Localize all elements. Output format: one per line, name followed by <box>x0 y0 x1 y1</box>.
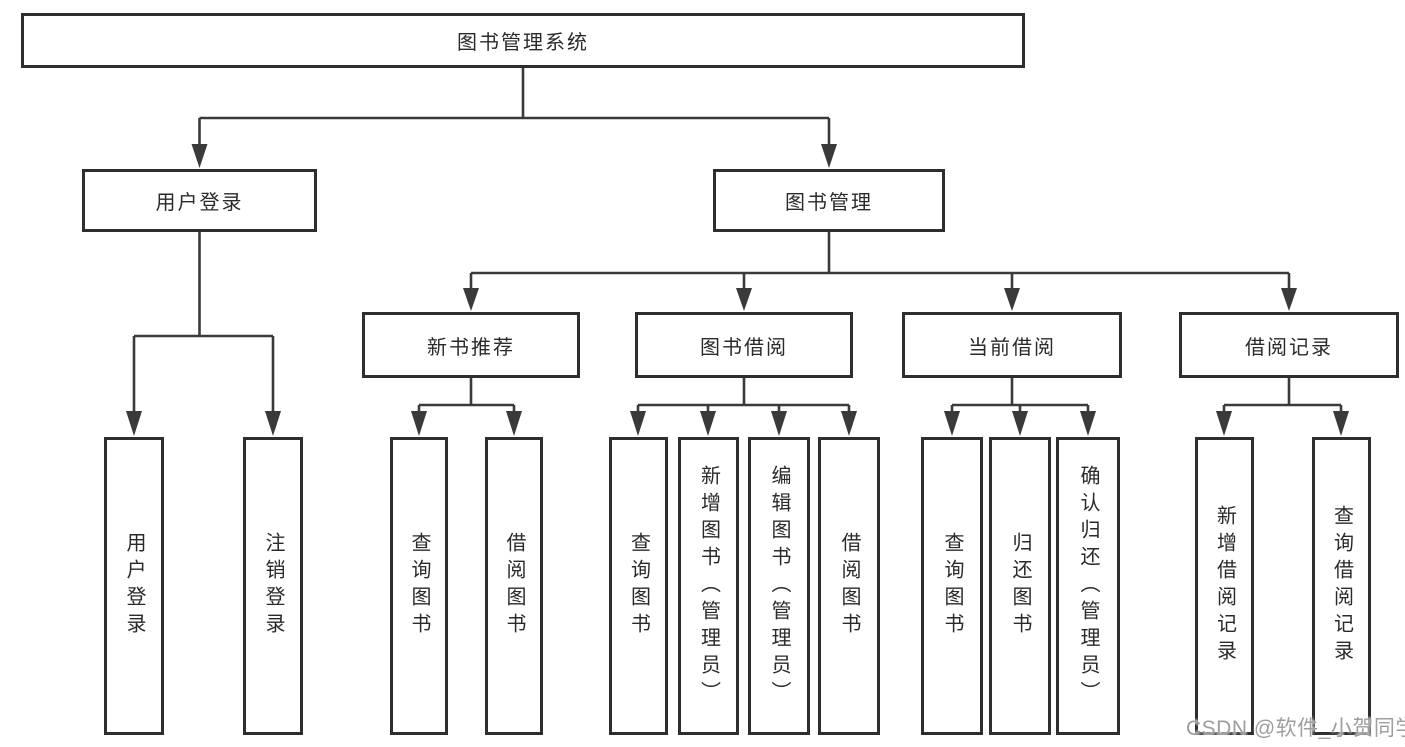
node-current-borrowing-label: 当前借阅 <box>968 336 1056 359</box>
leaf-user-login: 用户登录 <box>104 437 164 735</box>
leaf-bb-borrow-books-label: 借阅图书 <box>838 532 860 640</box>
leaf-cb-return-books-label: 归还图书 <box>1009 532 1031 640</box>
connector-bookborrow-to-leaves <box>636 378 851 414</box>
arrowheads-userlogin-leaves <box>126 411 281 436</box>
arrowheads-level2 <box>191 144 837 168</box>
leaf-cb-query-books-label: 查询图书 <box>941 532 963 640</box>
node-current-borrowing: 当前借阅 <box>902 312 1122 378</box>
node-user-login-label: 用户登录 <box>155 192 244 214</box>
leaf-cb-confirm-return-admin-label: 确认归还（管理员） <box>1077 464 1099 708</box>
leaf-br-add-record-label: 新增借阅记录 <box>1213 505 1236 667</box>
connector-borrowrecords-to-leaves <box>1222 378 1343 414</box>
watermark: CSDN @软件_小贺同学 <box>1186 717 1405 740</box>
connector-bookmgmt-to-level3 <box>469 232 1291 290</box>
node-book-management: 图书管理 <box>713 169 945 232</box>
leaf-bb-edit-book-admin: 编辑图书（管理员） <box>748 437 810 735</box>
connector-newbook-to-leaves <box>417 378 516 414</box>
leaf-nbr-borrow-books-label: 借阅图书 <box>503 532 525 640</box>
arrowheads-newbook-leaves <box>411 411 522 436</box>
arrowheads-borrowrecords-leaves <box>1216 411 1349 436</box>
leaf-br-add-record: 新增借阅记录 <box>1195 437 1254 735</box>
leaf-cb-confirm-return-admin: 确认归还（管理员） <box>1056 437 1120 735</box>
leaf-cb-query-books: 查询图书 <box>921 437 983 735</box>
leaf-logout: 注销登录 <box>243 437 303 735</box>
leaf-bb-add-book-admin: 新增图书（管理员） <box>678 437 739 735</box>
leaf-bb-query-books: 查询图书 <box>609 437 668 735</box>
leaf-user-login-label: 用户登录 <box>123 532 145 640</box>
leaf-bb-edit-book-admin-label: 编辑图书（管理员） <box>768 464 790 708</box>
leaf-logout-label: 注销登录 <box>262 532 284 640</box>
node-root-label: 图书管理系统 <box>457 32 589 54</box>
node-book-borrowing: 图书借阅 <box>635 312 853 378</box>
connector-currentborrow-to-leaves <box>950 378 1090 414</box>
node-root: 图书管理系统 <box>21 13 1025 68</box>
node-borrowing-records-label: 借阅记录 <box>1245 336 1333 359</box>
leaf-br-query-record-label: 查询借阅记录 <box>1330 505 1353 667</box>
node-new-book-recommendation-label: 新书推荐 <box>427 336 515 359</box>
connector-root-to-level2 <box>198 68 831 147</box>
connector-userlogin-to-leaves <box>132 232 275 414</box>
leaf-cb-return-books: 归还图书 <box>989 437 1051 735</box>
arrowheads-level3 <box>463 288 1297 311</box>
leaf-br-query-record: 查询借阅记录 <box>1312 437 1371 735</box>
leaf-nbr-borrow-books: 借阅图书 <box>485 437 543 735</box>
leaf-nbr-query-books: 查询图书 <box>390 437 448 735</box>
leaf-nbr-query-books-label: 查询图书 <box>408 532 430 640</box>
arrowheads-currentborrow-leaves <box>944 411 1096 436</box>
node-borrowing-records: 借阅记录 <box>1179 312 1399 378</box>
leaf-bb-borrow-books: 借阅图书 <box>818 437 880 735</box>
node-book-borrowing-label: 图书借阅 <box>700 336 788 359</box>
node-user-login: 用户登录 <box>82 169 317 232</box>
node-book-management-label: 图书管理 <box>785 192 873 214</box>
leaf-bb-add-book-admin-label: 新增图书（管理员） <box>697 464 720 708</box>
node-new-book-recommendation: 新书推荐 <box>362 312 580 378</box>
leaf-bb-query-books-label: 查询图书 <box>627 532 650 640</box>
arrowheads-bookborrow-leaves <box>630 411 857 436</box>
